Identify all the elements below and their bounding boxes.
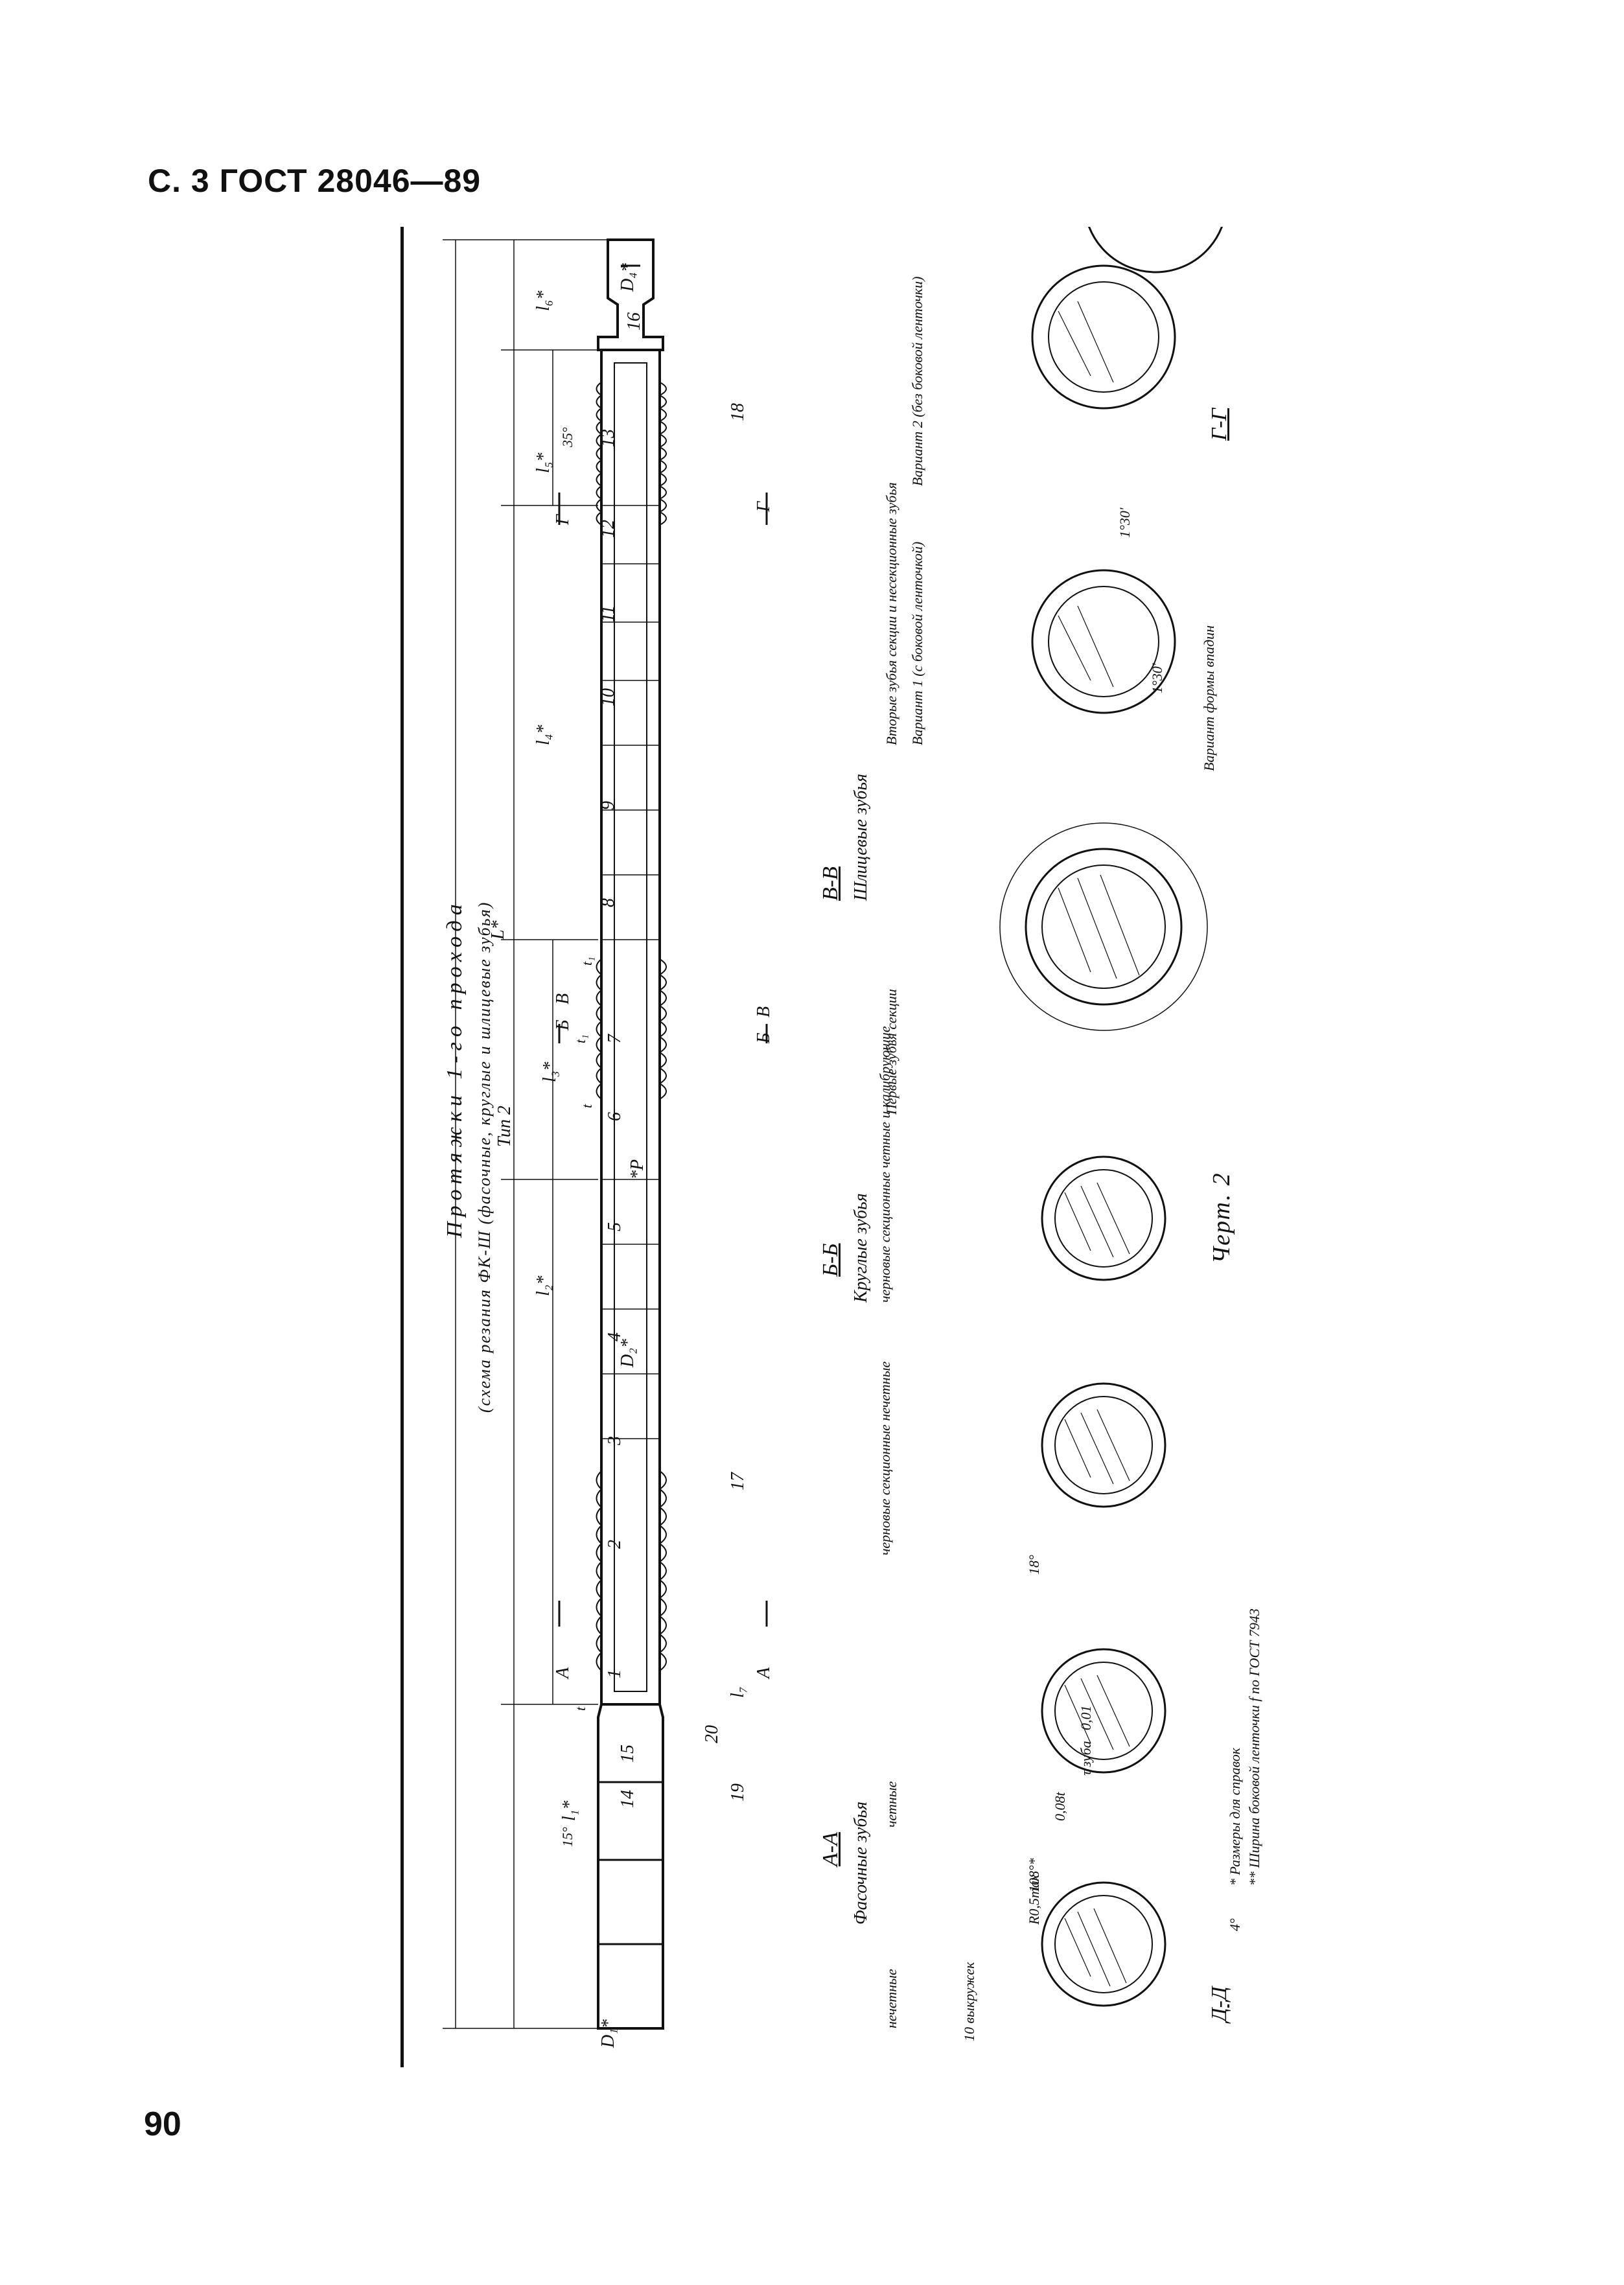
figure-caption: Черт. 2 <box>1208 1172 1235 1264</box>
pitch-t1-2: t₁ <box>579 957 595 966</box>
dimension-lines <box>443 239 618 2029</box>
part-8: 8 <box>598 898 618 907</box>
section-cut-markers <box>558 493 768 1627</box>
cut-b-right: Б <box>754 1032 774 1043</box>
length-l5: l₅* <box>533 452 553 473</box>
drawing-title: Протяжки 1-го прохода <box>443 899 467 1238</box>
part-15: 15 <box>618 1745 638 1763</box>
length-l4: l₄* <box>533 725 553 745</box>
drawing-subtitle: (схема резания ФК-Ш (фасочные, круглые и… <box>475 901 494 1413</box>
angle-35: 35° <box>559 427 575 447</box>
annot-18: 18° <box>1026 1555 1042 1575</box>
section-aa-right: четные <box>883 1781 899 1827</box>
annot-4deg: 4° <box>1227 1918 1243 1931</box>
part-16: 16 <box>624 312 644 331</box>
section-hatching <box>1058 301 1140 1987</box>
annot-0-08t: 0,08t <box>1052 1792 1068 1821</box>
radius-label: *P <box>627 1159 647 1179</box>
broach-drawing <box>443 227 1224 2030</box>
section-bb-left: черновые секционные нечетные <box>877 1361 893 1555</box>
part-20: 20 <box>702 1725 722 1743</box>
angle-15: 15° <box>559 1827 575 1847</box>
footnote-1: * Размеры для справок <box>1227 1747 1243 1886</box>
page-number: 90 <box>144 2105 181 2143</box>
pitch-t1: t₁ <box>572 1034 588 1043</box>
length-l7: l₇ <box>728 1686 748 1698</box>
diameter-d2: D₂* <box>618 1339 638 1367</box>
section-aa-left: нечетные <box>883 1969 899 2028</box>
section-divisions <box>601 505 660 1439</box>
part-11: 11 <box>598 605 618 622</box>
length-l6: l₆* <box>533 290 553 311</box>
part-18: 18 <box>728 403 748 421</box>
variant-2-label: Вариант 2 (без боковой ленточки) <box>909 276 925 486</box>
cut-v-left: В <box>553 993 573 1004</box>
part-5: 5 <box>605 1222 625 1231</box>
length-l3: l₃* <box>540 1061 560 1082</box>
pitch-t: t <box>572 1706 588 1711</box>
part-17: 17 <box>728 1472 748 1490</box>
section-aa-caption: Фасочные зубья <box>851 1801 871 1925</box>
annot-tau-zuba: τ зуба <box>1078 1741 1094 1776</box>
section-vv-title: В-В <box>818 866 842 901</box>
page-header: С. 3 ГОСТ 28046—89 <box>148 163 481 199</box>
part-6: 6 <box>605 1112 625 1121</box>
part-19: 19 <box>728 1783 748 1802</box>
length-l2: l₂* <box>533 1275 553 1296</box>
cut-g-left: Г <box>553 515 573 525</box>
part-2: 2 <box>605 1540 625 1549</box>
broach-teeth <box>596 382 667 1671</box>
cut-a-left: А <box>553 1667 573 1678</box>
tolerance-frame: 0,01 <box>1078 1705 1094 1731</box>
part-12: 12 <box>598 520 618 538</box>
part-9: 9 <box>598 801 618 810</box>
annot-1-30-b: 1°30' <box>1117 507 1133 538</box>
pitch-t-2: t <box>579 1104 595 1108</box>
diameter-d4: D₄* <box>618 263 638 292</box>
part-4: 4 <box>605 1332 625 1341</box>
section-vv-right: Вторые зубья секции и несекционные зубья <box>883 482 899 745</box>
broach-body <box>597 238 664 2030</box>
annot-10-vykruzhek-1: 10 выкружек <box>961 1962 977 2041</box>
cut-a-right: А <box>754 1667 774 1678</box>
part-13: 13 <box>598 429 618 447</box>
part-14: 14 <box>618 1790 638 1808</box>
variant-1-label: Вариант 1 (с боковой ленточкой) <box>909 541 925 745</box>
diameter-d1: D₁* <box>598 2019 618 2048</box>
part-7: 7 <box>605 1034 625 1043</box>
length-l1: l₁* <box>559 1800 579 1821</box>
section-gg-title: Г-Г <box>1207 408 1231 441</box>
cut-g-right: Г <box>754 502 774 512</box>
section-vv-left: Первые зубья секции <box>883 989 899 1115</box>
drawing-frame: Протяжки 1-го прохода (схема резания ФК-… <box>400 227 1275 2067</box>
section-bb-caption: Круглые зубья <box>851 1193 871 1303</box>
section-vv-caption: Шлицевые зубья <box>851 773 871 901</box>
cut-v-right: В <box>754 1006 774 1017</box>
footnote-2: ** Ширина боковой ленточки f по ГОСТ 794… <box>1246 1608 1262 1886</box>
variant-undercut-label: Вариант формы впадин <box>1201 625 1217 771</box>
section-bb-title: Б-Б <box>818 1243 842 1277</box>
overall-length: L* <box>488 920 508 940</box>
part-1: 1 <box>605 1669 625 1678</box>
section-aa-title: А-А <box>818 1832 842 1866</box>
section-dd-title: Д-Д <box>1207 1986 1231 2022</box>
drawing-type: Тип 2 <box>494 1106 515 1147</box>
annot-108: 108°* <box>1026 1858 1042 1892</box>
cut-b-left: Б <box>553 1019 573 1030</box>
part-10: 10 <box>598 688 618 706</box>
section-views <box>999 227 1224 2007</box>
annot-1-30-a: 1°30' <box>1149 663 1165 693</box>
part-3: 3 <box>605 1436 625 1445</box>
